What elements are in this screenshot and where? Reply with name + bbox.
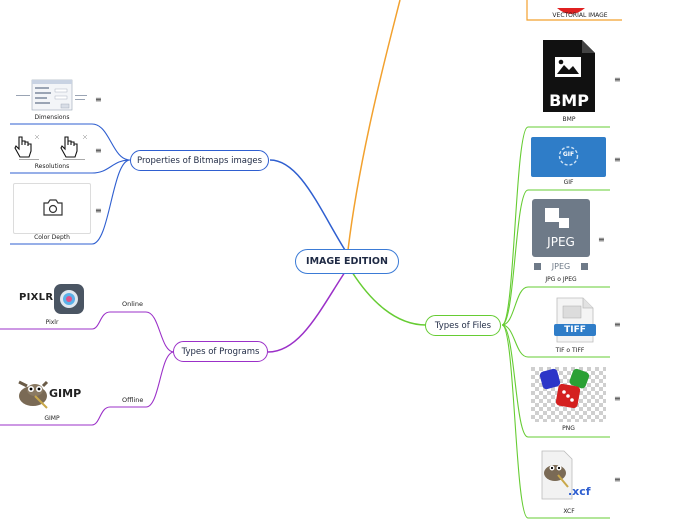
vectorial-caption: VECTORIAL IMAGE [552,12,608,19]
pixlr-app-icon [54,284,84,314]
color-depth-image[interactable] [13,183,91,234]
png-dice-icon [531,367,606,422]
bmp-caption: BMP [562,116,576,123]
connector-online [0,311,175,353]
connector-vectorial-underline [526,0,622,21]
xcf-caption: XCF [563,508,575,515]
root-node[interactable]: IMAGE EDITION [295,249,399,274]
files-node[interactable]: Types of Files [425,315,501,336]
connector-png [501,324,610,438]
bmp-image[interactable]: BMP [540,39,598,113]
dimensions-image[interactable] [15,79,89,111]
tiff-badge: TIFF [564,325,586,335]
dimensions-caption: Dimensions [34,114,70,121]
connector-files [351,271,427,326]
resolutions-caption: Resolutions [34,163,70,170]
tiff-file-icon [554,297,596,343]
pixlr-caption: Pixlr [45,319,59,326]
xcf-file-icon [541,450,573,500]
resolutions-menu-icon[interactable]: ≡ [95,146,102,155]
properties-node[interactable]: Properties of Bitmaps images [130,150,269,171]
connector-color-depth [10,159,131,245]
bmp-badge: BMP [549,91,589,110]
connector-resolutions [10,159,131,174]
jpeg-badge: JPEG [547,235,575,249]
tiff-image[interactable]: TIFF [551,296,599,344]
color-depth-menu-icon[interactable]: ≡ [95,206,102,215]
png-caption: PNG [562,425,575,432]
jpeg-caption: JPG o JPEG [545,276,577,283]
jpeg-file-icon [532,199,590,270]
gimp-image[interactable]: GIMP [13,376,85,412]
jpeg-menu-icon[interactable]: ≡ [598,235,605,244]
connector-bmp [501,126,610,326]
offline-label: Offline [122,396,144,404]
xcf-image[interactable]: .xcf [538,449,602,501]
png-image[interactable] [531,367,606,422]
connector-properties [269,159,346,251]
gif-badge-icon [558,146,579,166]
gif-image[interactable]: GIF [531,137,606,177]
gimp-logo-text: GIMP [49,387,82,400]
png-menu-icon[interactable]: ≡ [614,394,621,403]
gif-caption: GIF [563,179,574,186]
camera-icon [43,199,63,216]
bmp-file-icon [543,40,595,112]
connector-jpeg [501,286,610,326]
jpeg-image[interactable]: JPEG JPEG [531,199,591,273]
dialog-screenshot-icon [16,79,87,111]
vectorial-logo-icon [557,8,585,14]
connector-tiff [501,324,610,358]
color-depth-caption: Color Depth [34,234,70,241]
root-label: IMAGE EDITION [306,256,388,267]
programs-node[interactable]: Types of Programs [173,341,268,362]
gif-badge: GIF [562,151,575,158]
connector-gif [501,189,610,326]
xcf-badge: .xcf [568,485,591,498]
pixlr-image[interactable]: PIXLR [15,282,87,316]
properties-label: Properties of Bitmaps images [137,155,262,166]
xcf-menu-icon[interactable]: ≡ [614,475,621,484]
tiff-menu-icon[interactable]: ≡ [614,320,621,329]
resolutions-image[interactable] [13,133,91,163]
pixlr-logo-text: PIXLR [19,292,54,303]
gimp-mascot-icon [18,380,49,409]
programs-label: Types of Programs [181,346,260,357]
gimp-caption: GIMP [44,415,60,422]
connector-programs [267,271,346,353]
connector-dimensions [10,123,131,161]
online-label: Online [122,300,143,308]
tiff-caption: TIF o TIFF [555,347,585,354]
connector-xcf [501,324,610,519]
vectorial-image[interactable] [551,0,591,14]
hand-cursor-icon [14,134,88,160]
jpeg-sub-label: JPEG [551,262,571,271]
connector-vectorial [347,0,401,251]
dimensions-menu-icon[interactable]: ≡ [95,95,102,104]
gif-menu-icon[interactable]: ≡ [614,155,621,164]
bmp-menu-icon[interactable]: ≡ [614,75,621,84]
files-label: Types of Files [434,320,492,331]
connector-offline [0,351,175,426]
